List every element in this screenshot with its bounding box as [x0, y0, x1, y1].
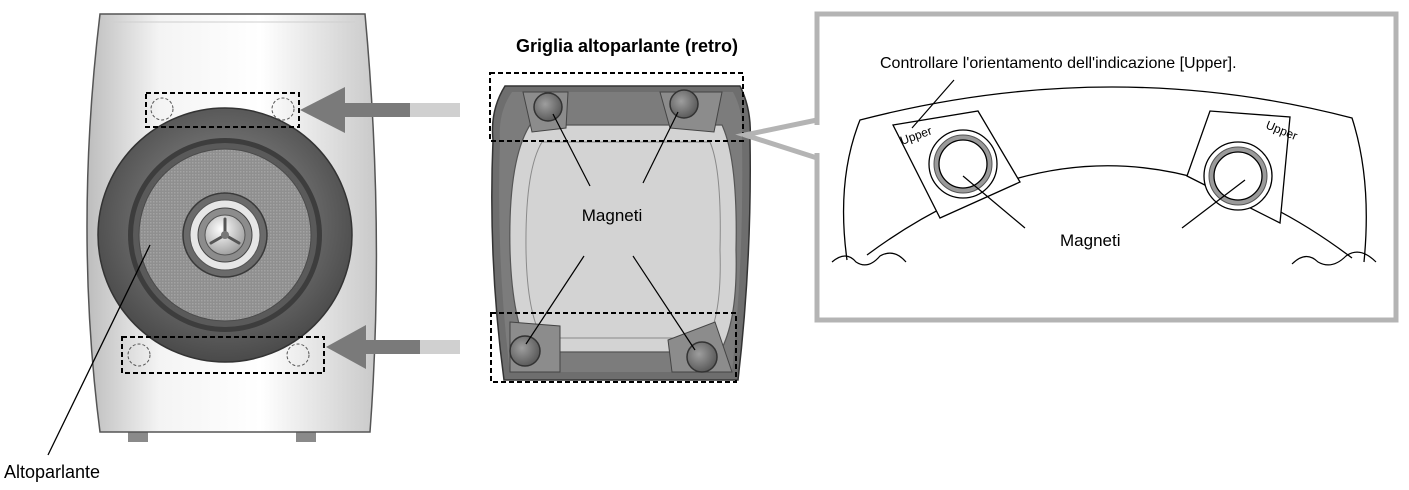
mount-hole-icon	[127, 343, 151, 367]
detail-leader-lines	[911, 79, 1246, 229]
magnet-icon	[686, 341, 718, 373]
grille-magnet-leader-lines	[525, 111, 696, 351]
speaker-driver	[97, 107, 353, 363]
orientation-instruction: Controllare l'orientamento dell'indicazi…	[880, 55, 1237, 72]
speaker-leader-line	[47, 244, 151, 456]
grille-top-dashed-area	[489, 72, 744, 142]
attach-arrow-top	[300, 87, 460, 133]
attach-arrow-bottom	[326, 325, 460, 369]
grille-magnet-bottom-right	[667, 321, 733, 373]
speaker-grille-back: Magneti	[489, 72, 752, 383]
detail-magnet-left: Upper	[892, 110, 1021, 219]
top-mount-area	[145, 92, 300, 128]
mount-hole-icon	[271, 97, 295, 121]
mount-hole-icon	[150, 97, 174, 121]
magnet-icon	[509, 335, 541, 367]
speaker-cabinet	[47, 13, 378, 456]
detail-magnets-label: Magneti	[1060, 231, 1120, 250]
detail-magnet-right: Upper	[1186, 110, 1299, 225]
grille-magnets-label: Magneti	[582, 206, 642, 225]
speaker-foot-left	[128, 432, 148, 442]
callout-pointer	[735, 116, 820, 162]
speaker-foot-right	[296, 432, 316, 442]
grille-bottom-dashed-area	[490, 312, 737, 383]
detail-grille-edge	[831, 86, 1377, 266]
grille-magnet-bottom-left	[509, 321, 561, 373]
grille-title: Griglia altoparlante (retro)	[516, 36, 738, 56]
speaker-label: Altoparlante	[4, 462, 100, 482]
bottom-mount-area	[121, 336, 325, 374]
magnet-icon	[669, 89, 699, 119]
detail-callout: Controllare l'orientamento dell'indicazi…	[735, 11, 1399, 323]
magnet-icon	[533, 92, 563, 122]
grille-magnet-top-right	[659, 89, 723, 133]
mount-hole-icon	[286, 343, 310, 367]
